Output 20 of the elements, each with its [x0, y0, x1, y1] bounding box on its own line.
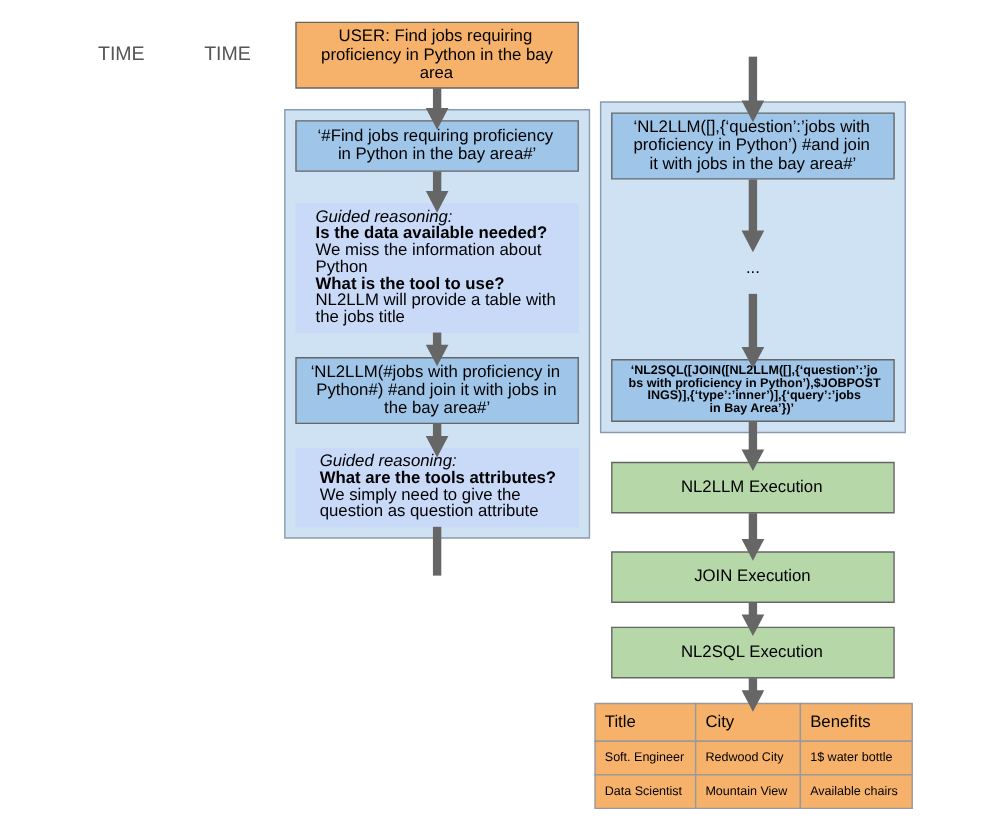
- node-box: ‘#Find jobs requiring proficiency in Python in the bay area#’: [295, 120, 579, 172]
- node-box: NL2SQL Execution: [611, 626, 895, 679]
- arrow: [741, 293, 765, 369]
- node-box: NL2LLM Execution: [611, 461, 895, 514]
- arrow: [425, 88, 449, 130]
- node-box: ‘NL2LLM([],{‘question’:’jobs with proficiency in Python’) #and join it with jobs in the bay area#’: [611, 112, 895, 180]
- arrow: [425, 171, 449, 213]
- arrow: [741, 421, 765, 471]
- node-box: ‘NL2LLM(#jobs with proficiency in Python#) #and join it with jobs in the bay area#’: [295, 357, 579, 425]
- node-text: ...: [745, 256, 760, 277]
- node-box: USER: Find jobs requiring proficiency in Python in the bay area: [295, 21, 579, 89]
- node-box: JOIN Execution: [611, 551, 895, 603]
- arrow: [741, 56, 765, 123]
- node-box: Guided reasoning: What are the tools attributes? We simply need to give the question as question attribute: [295, 447, 579, 528]
- connector: [432, 526, 442, 576]
- label: TIME: [204, 44, 251, 67]
- arrow: [741, 179, 765, 253]
- arrow: [741, 513, 765, 561]
- node-box: Guided reasoning: Is the data available needed? We miss the information about Python What is the tool to use? NL2LLM will provide a table with the jobs title: [295, 203, 579, 334]
- label: TIME: [97, 44, 145, 67]
